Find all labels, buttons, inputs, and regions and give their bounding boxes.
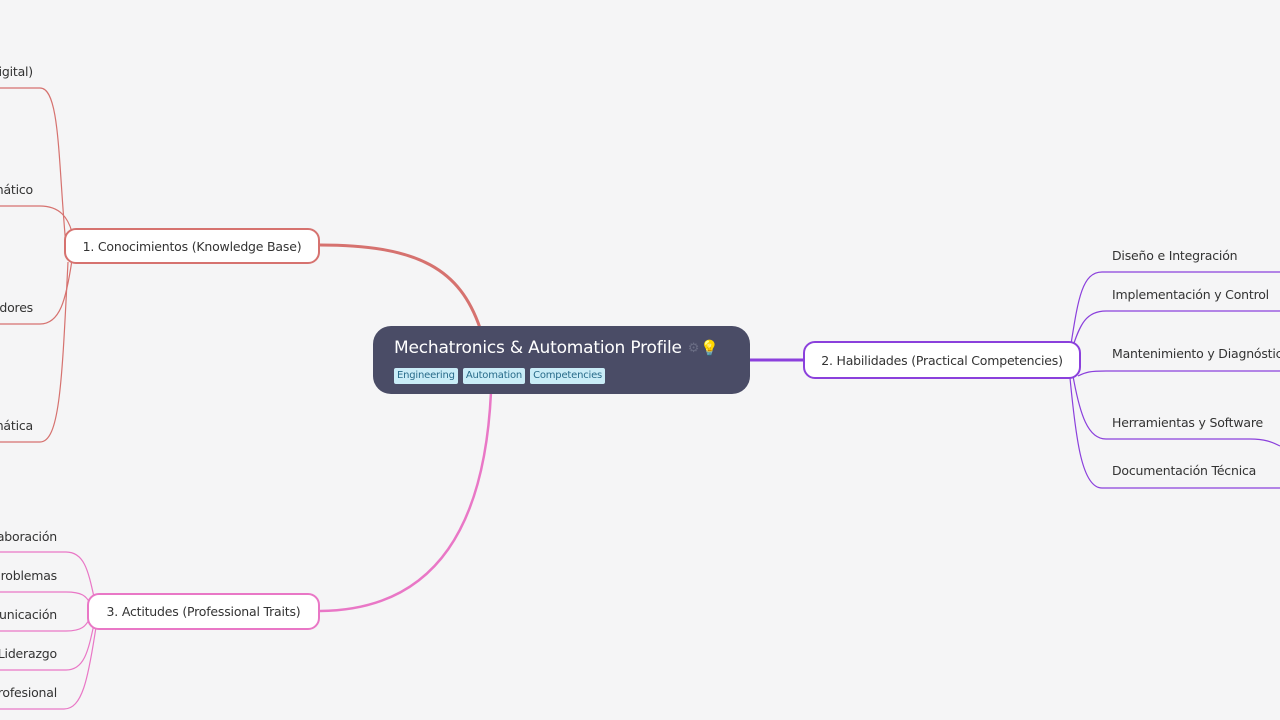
leaf-habilidades-4[interactable]: Herramientas y Software — [1112, 415, 1263, 430]
leaf-conocimientos-2[interactable]: nático — [0, 182, 33, 197]
connector-b1-leaf-3 — [0, 259, 73, 325]
connector-b2-leaf-2 — [1072, 310, 1280, 347]
branch-conocimientos[interactable]: 1. Conocimientos (Knowledge Base) — [64, 228, 320, 264]
leaf-conocimientos-3[interactable]: dores — [0, 300, 33, 315]
leaf-actitudes-1[interactable]: aboración — [0, 529, 57, 544]
leaf-actitudes-4[interactable]: Liderazgo — [0, 646, 57, 661]
leaf-habilidades-3[interactable]: Mantenimiento y Diagnóstic — [1112, 346, 1280, 361]
connector-b2-leaf-3 — [1077, 370, 1280, 377]
connector-b3-leaf-1 — [0, 551, 95, 598]
branch-actitudes[interactable]: 3. Actitudes (Professional Traits) — [87, 593, 320, 630]
leaf-habilidades-5[interactable]: Documentación Técnica — [1112, 463, 1257, 478]
connector-root-branch-1 — [319, 243, 482, 329]
root-topic[interactable]: Mechatronics & Automation Profile ⚙ 💡 En… — [373, 326, 750, 394]
tag-engineering[interactable]: Engineering — [394, 368, 458, 384]
tag-competencies[interactable]: Competencies — [530, 368, 606, 384]
gear-icon: ⚙ — [687, 340, 700, 356]
connector-b1-leaf-2 — [0, 205, 73, 233]
leaf-actitudes-5[interactable]: rofesional — [0, 685, 57, 700]
leaf-actitudes-2[interactable]: roblemas — [0, 568, 58, 583]
connector-b3-leaf-4 — [0, 623, 95, 671]
leaf-conocimientos-4[interactable]: nática — [0, 418, 33, 433]
root-title: Mechatronics & Automation Profile — [394, 338, 682, 358]
leaf-habilidades-2[interactable]: Implementación y Control — [1112, 287, 1269, 302]
root-tags: Engineering Automation Competencies — [394, 368, 750, 384]
leaf-actitudes-3[interactable]: unicación — [0, 607, 57, 622]
connector-b1-leaf-4 — [0, 261, 69, 443]
leaf-conocimientos-1[interactable]: igital) — [0, 64, 33, 79]
connector-b2-leaf-4 — [1072, 375, 1280, 447]
connector-b2-leaf-5 — [1069, 377, 1280, 489]
lightbulb-icon: 💡 — [700, 339, 719, 357]
connector-root-branch-3 — [319, 391, 493, 613]
tag-automation[interactable]: Automation — [462, 368, 526, 384]
connector-b1-leaf-1 — [0, 87, 67, 247]
connector-b3-leaf-5 — [0, 626, 97, 710]
connector-b2-leaf-1 — [1070, 271, 1280, 345]
leaf-habilidades-1[interactable]: Diseño e Integración — [1112, 248, 1238, 263]
connector-b3-leaf-2 — [0, 591, 91, 604]
branch-habilidades[interactable]: 2. Habilidades (Practical Competencies) — [803, 341, 1081, 379]
